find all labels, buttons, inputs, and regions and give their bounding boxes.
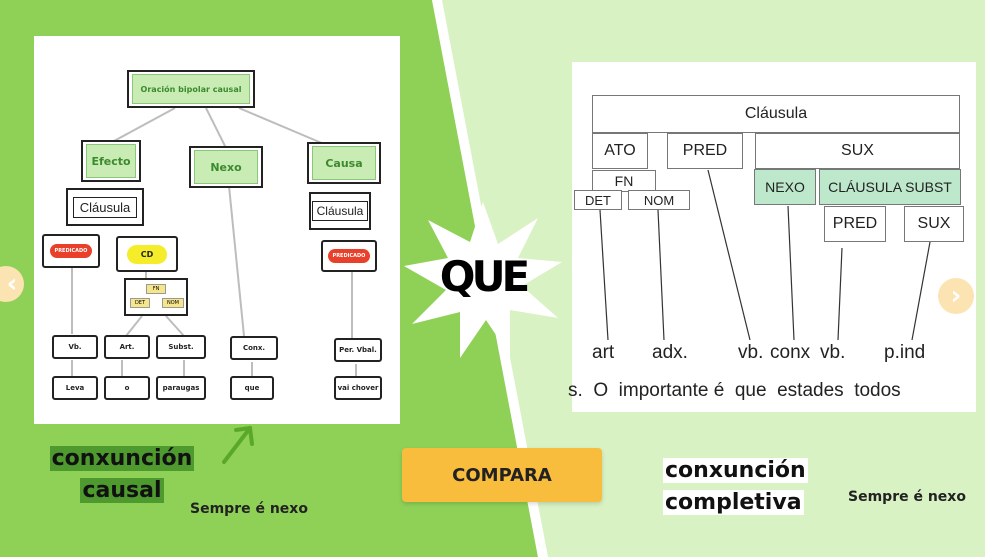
clausula-subst-label: CLÁUSULA SUBST: [828, 179, 952, 195]
clausula-right-node: Cláusula: [309, 192, 371, 230]
causa-node: Causa: [307, 142, 381, 184]
clausula-right-label: Cláusula: [311, 201, 369, 221]
compara-label: COMPARA: [452, 464, 552, 486]
nexo-box-label: NEXO: [765, 179, 805, 195]
paraugas-node: paraugas: [156, 376, 206, 400]
right-caption-line1: conxunción: [663, 458, 808, 483]
subst-label: Subst.: [168, 343, 194, 351]
clausula-subst-box: CLÁUSULA SUBST: [819, 169, 961, 205]
efecto-node: Efecto: [81, 140, 141, 182]
clausula-top-box: Cláusula: [592, 95, 960, 133]
left-caption: conxunción causal: [48, 443, 196, 507]
pred-label: PRED: [682, 142, 728, 159]
tag-adx: adx.: [652, 342, 688, 363]
conx-label: Conx.: [242, 344, 266, 352]
predicado-left-node: PREDICADO: [42, 234, 100, 268]
right-caption-line2: completiva: [663, 490, 804, 515]
clausula-left-label: Cláusula: [72, 196, 138, 218]
o-node: o: [104, 376, 150, 400]
conx-node: Conx.: [230, 336, 278, 360]
root-label: Oración bipolar causal: [132, 74, 250, 104]
pred2-label: PRED: [832, 215, 878, 232]
leva-node: Leva: [52, 376, 98, 400]
tag-art: art: [592, 342, 615, 363]
efecto-label: Efecto: [86, 144, 136, 178]
que-label: que: [244, 384, 260, 392]
chevron-right-icon: ›: [950, 281, 962, 311]
next-button[interactable]: ›: [938, 278, 974, 314]
left-note: Sempre é nexo: [190, 501, 308, 517]
clausula-top-label: Cláusula: [744, 105, 808, 122]
nom-box-label: NOM: [643, 192, 675, 208]
nexo-label: Nexo: [194, 150, 258, 184]
arrow-icon: [222, 426, 254, 464]
nom-node: NOM: [162, 298, 184, 308]
que-node: que: [230, 376, 274, 400]
left-caption-line1: conxunción: [49, 446, 195, 471]
predicado-right-node: PREDICADO: [321, 240, 377, 272]
left-caption-line2: causal: [80, 478, 164, 503]
vai-chover-label: vai chover: [337, 384, 379, 392]
right-caption: conxunción completiva: [663, 455, 813, 519]
fn-box: FN: [592, 170, 656, 192]
nexo-node: Nexo: [189, 146, 263, 188]
sux-label: SUX: [841, 142, 874, 159]
cd-node: CD: [116, 236, 178, 272]
root-node: Oración bipolar causal: [127, 70, 255, 108]
nom-label: NOM: [167, 300, 179, 306]
causa-label: Causa: [312, 146, 376, 180]
ato-box: ATO: [592, 133, 648, 169]
pred-box: PRED: [667, 133, 743, 169]
starburst-text: QUE: [439, 252, 531, 301]
left-diagram-panel: Oración bipolar causal Efecto Nexo Causa…: [34, 36, 400, 424]
predicado-right-label: PREDICADO: [327, 249, 371, 263]
clausula-left-node: Cláusula: [66, 188, 144, 226]
nexo-box: NEXO: [754, 169, 816, 205]
sux2-box: SUX: [904, 206, 964, 242]
ato-label: ATO: [604, 142, 636, 159]
fn-box-label: FN: [614, 173, 634, 189]
det-node: DET: [130, 298, 150, 308]
tag-conx: conx: [770, 342, 811, 363]
tag-vb: vb.: [738, 342, 764, 363]
per-vbal-node: Per. Vbal.: [334, 338, 382, 362]
det-box-label: DET: [585, 192, 611, 208]
tag-vb2: vb.: [820, 342, 846, 363]
det-label: DET: [134, 300, 146, 306]
nom-box: NOM: [628, 190, 690, 210]
pred2-box: PRED: [824, 206, 886, 242]
left-diagram-lines: [71, 107, 357, 376]
leva-label: Leva: [65, 384, 85, 392]
vb-node: Vb.: [52, 335, 98, 359]
art-node: Art.: [104, 335, 150, 359]
paraugas-label: paraugas: [162, 384, 200, 392]
right-note: Sempre é nexo: [848, 489, 966, 505]
subst-node: Subst.: [156, 335, 206, 359]
det-box: DET: [574, 190, 622, 210]
per-vbal-label: Per. Vbal.: [339, 346, 377, 354]
tag-pind: p.ind: [884, 342, 926, 363]
compara-button[interactable]: COMPARA: [402, 448, 602, 502]
cd-label: CD: [126, 244, 168, 264]
chevron-left-icon: ‹: [6, 269, 18, 299]
example-sentence: s. O importante é que estades todos: [568, 380, 901, 401]
sux2-label: SUX: [917, 215, 951, 232]
vb-label: Vb.: [68, 343, 82, 351]
starburst: [404, 202, 562, 358]
fn-label: FN: [152, 286, 160, 292]
sux-box: SUX: [755, 133, 960, 169]
predicado-left-label: PREDICADO: [49, 244, 93, 258]
vai-chover-node: vai chover: [334, 376, 382, 400]
fn-node: FN: [146, 284, 166, 294]
art-label: Art.: [119, 343, 135, 351]
right-diagram-panel: Cláusula ATO PRED SUX FN DET NOM NEXO CL…: [568, 62, 976, 412]
right-diagram-lines: [599, 169, 931, 341]
o-label: o: [124, 384, 130, 392]
